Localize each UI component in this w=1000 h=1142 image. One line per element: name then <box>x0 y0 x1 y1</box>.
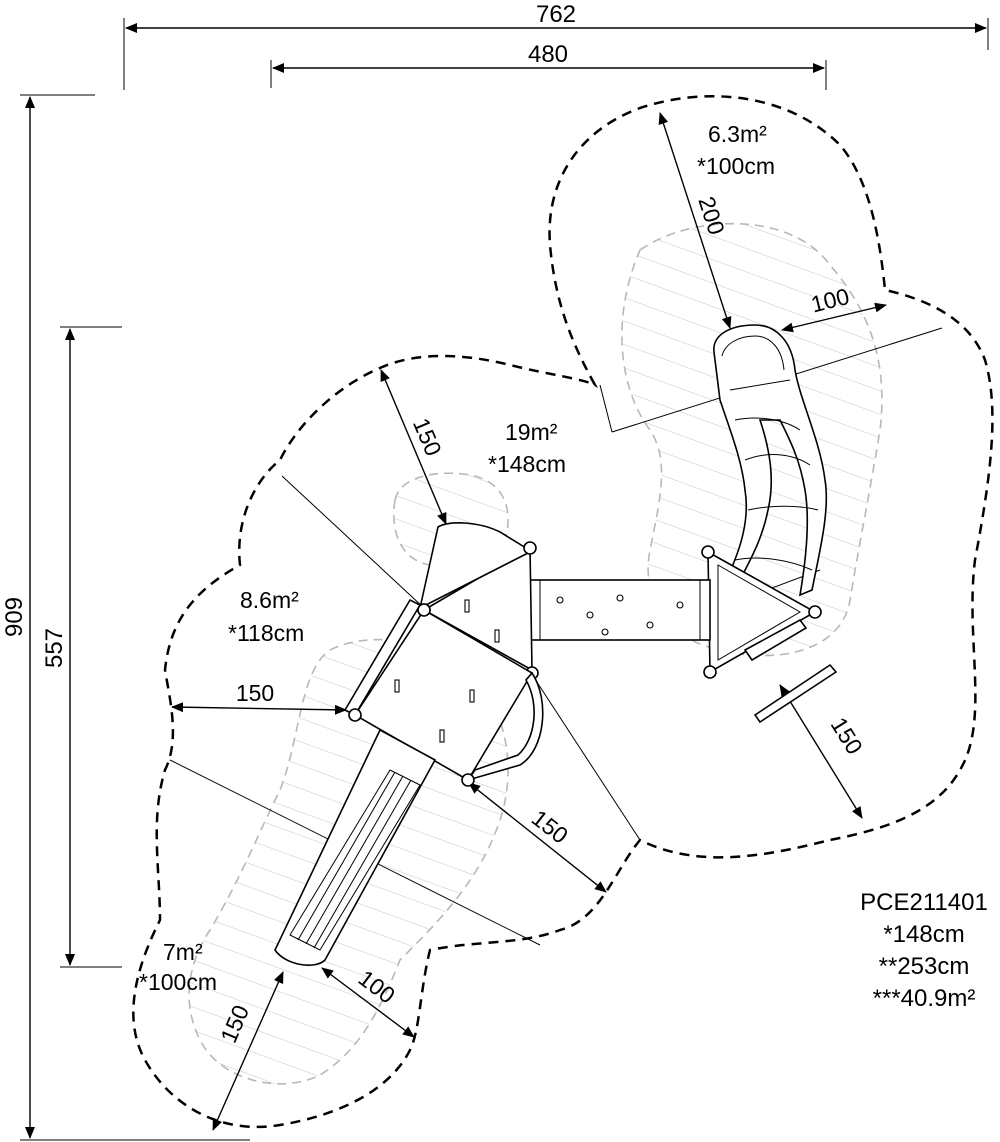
slide-groove <box>305 775 404 945</box>
dimension-overall-width: 762 <box>123 1 989 90</box>
panel-slot <box>464 599 470 613</box>
zone-bottom-area: 7m² <box>163 939 203 965</box>
dimension-line <box>781 302 887 333</box>
panel-slot <box>469 689 475 703</box>
post-cap <box>348 708 362 722</box>
post-cap <box>523 541 537 555</box>
slide-body <box>274 728 437 966</box>
dim-557: 557 <box>41 628 68 668</box>
post-cap <box>461 773 475 787</box>
zone-bottom-height: *100cm <box>139 969 217 995</box>
slide-rim <box>721 335 785 371</box>
foot-bar <box>753 663 838 724</box>
dim-150-center: 150 <box>408 414 447 459</box>
dimension-line <box>171 702 347 715</box>
dimension-inner-width: 480 <box>270 41 827 90</box>
zone-top-area: 6.3m² <box>708 121 767 147</box>
slide-ring <box>744 454 811 466</box>
bridge-hole <box>556 596 564 604</box>
step-bar <box>743 618 808 662</box>
bridge-hole <box>676 601 684 609</box>
zone-top-height: *100cm <box>697 153 775 179</box>
zone-left-area: 8.6m² <box>240 587 299 613</box>
dimension-line <box>212 971 284 1131</box>
bridge-hole <box>586 611 594 619</box>
side-rail <box>343 598 422 717</box>
dim-150-lower: 150 <box>527 805 573 849</box>
post-cap <box>703 665 717 679</box>
slide-ring <box>734 557 813 571</box>
slide-ring <box>747 505 819 511</box>
dimension-line <box>468 782 607 893</box>
bridge-hole <box>601 628 609 636</box>
slide-ring <box>734 417 801 431</box>
slide-body <box>713 324 828 597</box>
post-cap <box>701 545 715 559</box>
zone-left-height: *118cm <box>228 620 304 646</box>
product-code: PCE211401 <box>860 889 988 916</box>
dim-150-left: 150 <box>236 680 274 706</box>
panel-slot <box>439 729 445 743</box>
center-platform <box>417 522 539 680</box>
platform-inner <box>717 564 801 661</box>
zone-center-area: 19m² <box>505 419 558 445</box>
safety-zone-boundary <box>132 95 994 1129</box>
slide-groove <box>297 771 396 941</box>
slide-bed <box>289 769 421 951</box>
product-total-area: ***40.9m² <box>873 985 976 1012</box>
panel-slot <box>394 679 400 693</box>
left-platform <box>343 598 544 787</box>
zone-labels: 6.3m² *100cm 19m² *148cm 8.6m² *118cm 7m… <box>139 121 775 995</box>
post-cap <box>808 605 822 619</box>
dimension-line <box>380 369 447 525</box>
product-total-height: **253cm <box>879 953 970 980</box>
zone-center-height: *148cm <box>488 451 566 477</box>
dimension-overall-height: 909 <box>1 94 250 1141</box>
slide-groove <box>313 779 412 949</box>
bridge-hole <box>646 621 654 629</box>
straight-slide <box>274 728 437 966</box>
play-structure <box>274 324 838 966</box>
dim-150-right: 150 <box>826 713 868 759</box>
bridge-deck <box>529 579 711 641</box>
bridge-hole <box>616 594 624 602</box>
dimension-line <box>321 967 415 1038</box>
right-platform <box>701 545 838 724</box>
safety-zone-outline <box>132 95 994 1129</box>
construction-line <box>599 384 613 433</box>
dim-762: 762 <box>536 1 576 28</box>
construction-line <box>530 672 641 841</box>
dim-909: 909 <box>1 597 28 637</box>
dim-480: 480 <box>528 41 568 68</box>
product-free-fall-height: *148cm <box>883 921 964 948</box>
panel-slot <box>494 629 500 643</box>
dimension-line <box>658 112 732 329</box>
product-info: PCE211401 *148cm **253cm ***40.9m² <box>860 889 988 1012</box>
dimension-line <box>779 684 863 819</box>
bridge <box>529 579 711 641</box>
dimension-inner-height: 557 <box>41 326 122 968</box>
slide-ring <box>729 379 791 391</box>
construction-line <box>281 475 425 609</box>
tube-slide <box>713 324 828 597</box>
post-cap <box>417 603 431 617</box>
